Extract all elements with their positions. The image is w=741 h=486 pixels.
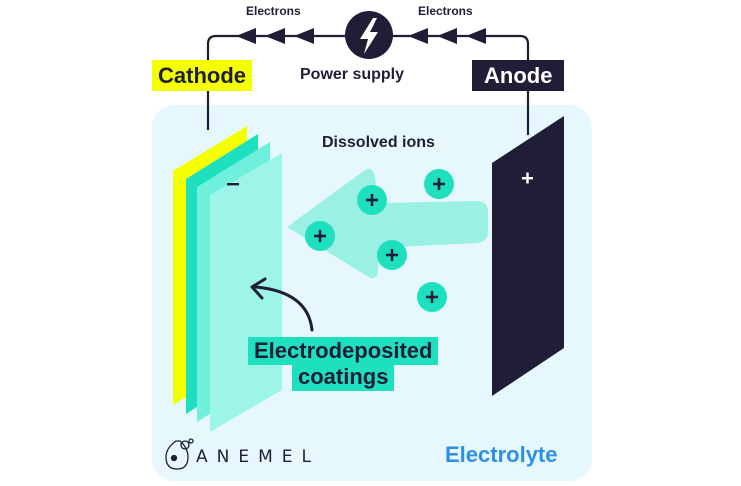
electrodeposited-coatings-label: Electrodeposited coatings	[248, 337, 439, 391]
coatings-label-line2: coatings	[292, 365, 395, 391]
ion	[424, 169, 454, 199]
cathode-minus-sign	[227, 183, 239, 186]
coatings-label-line1: Electrodeposited	[248, 337, 439, 365]
arrowhead	[408, 28, 428, 44]
curved-arrowhead	[250, 277, 267, 300]
lightning-bolt-icon	[345, 11, 393, 59]
electrons-label-right: Electrons	[418, 4, 473, 18]
electron-arrows-right	[408, 28, 486, 44]
anode-electrode	[492, 116, 564, 396]
power-supply-label: Power supply	[300, 66, 405, 83]
cathode-label: Cathode	[152, 60, 252, 91]
anode-plus-v	[526, 172, 529, 184]
ion	[417, 282, 447, 312]
arrowhead	[437, 28, 457, 44]
arrowhead	[294, 28, 314, 44]
arrowhead	[466, 28, 486, 44]
electrons-label-left: Electrons	[246, 4, 301, 18]
brand-name: ANEMEL	[196, 447, 320, 467]
dissolved-ions-label: Dissolved ions	[322, 134, 435, 151]
ion	[305, 221, 335, 251]
anode-label: Anode	[472, 60, 565, 91]
electron-arrows-left	[236, 28, 314, 44]
ion	[357, 185, 387, 215]
ion-flow-arrow	[287, 168, 488, 279]
ions	[305, 169, 454, 312]
curved-arrow	[254, 285, 314, 332]
arrowhead	[236, 28, 256, 44]
arrowhead	[265, 28, 285, 44]
anemel-logo-icon	[165, 438, 194, 470]
cathode-electrode	[173, 126, 282, 432]
ion	[377, 240, 407, 270]
electrolyte-label: Electrolyte	[445, 442, 558, 467]
